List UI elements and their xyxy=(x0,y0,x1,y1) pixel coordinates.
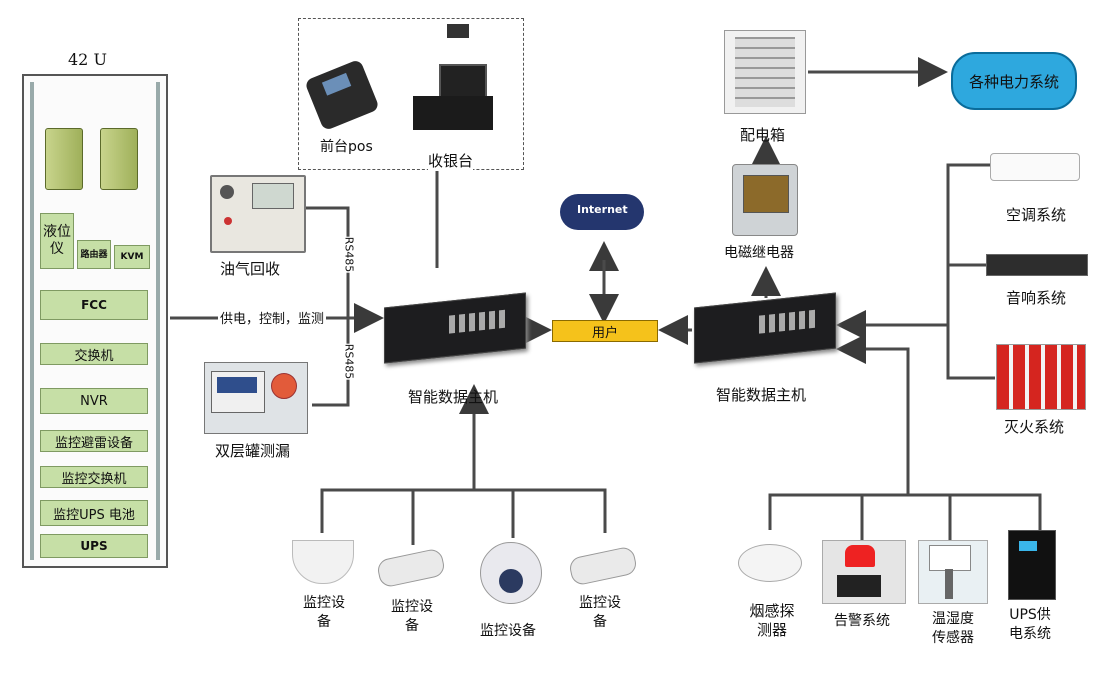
server-icon xyxy=(45,128,83,190)
internet-cloud-icon xyxy=(560,194,644,230)
sensor-bus xyxy=(768,493,1042,530)
cashier-label: 收银台 xyxy=(428,150,474,171)
rack-title: 42 U xyxy=(68,50,107,69)
audio-label: 音响系统 xyxy=(1006,289,1067,307)
pos-label: 前台pos xyxy=(320,139,373,155)
server-rack xyxy=(22,74,168,568)
rack-slot-surge: 监控避雷设备 xyxy=(40,430,148,452)
camera-label: 监控设备 xyxy=(303,595,345,630)
temp-humidity-sensor-icon xyxy=(918,540,988,604)
relay-icon xyxy=(732,164,798,236)
ups-system-label: UPS供电系统 xyxy=(1009,607,1051,642)
ptz-camera-icon xyxy=(480,542,542,604)
alarm-label: 告警系统 xyxy=(834,613,890,629)
rack-slot-level-gauge: 液位仪 xyxy=(40,213,74,269)
rs485-label-top: RS485 xyxy=(342,236,356,273)
camera-label: 监控设备 xyxy=(391,599,433,634)
fire-label: 灭火系统 xyxy=(1004,418,1065,436)
camera-label: 监控设备 xyxy=(480,623,536,639)
alarm-siren-icon xyxy=(822,540,906,604)
smoke-label: 烟感探测器 xyxy=(749,602,795,639)
air-conditioner-icon xyxy=(990,153,1080,181)
rack-slot-fcc: FCC xyxy=(40,290,148,320)
tank-leak-device xyxy=(204,362,308,434)
vapor-recovery-label: 油气回收 xyxy=(220,260,281,278)
camera-label: 监控设备 xyxy=(579,595,621,630)
distribution-box-icon xyxy=(724,30,806,114)
tank-leak-label: 双层罐测漏 xyxy=(215,442,291,460)
power-systems-node: 各种电力系统 xyxy=(951,52,1077,110)
power-control-label: 供电，控制，监测 xyxy=(218,308,327,327)
rack-slot-router: 路由器 xyxy=(77,240,111,269)
rack-slot-nvr: NVR xyxy=(40,388,148,414)
data-host-left-label: 智能数据主机 xyxy=(408,388,499,406)
audio-amplifier-icon xyxy=(986,254,1088,276)
server-icon xyxy=(100,128,138,190)
relay-label: 电磁继电器 xyxy=(724,245,794,261)
rs485-label-bottom: RS485 xyxy=(342,343,356,380)
pos-group-box xyxy=(298,18,524,170)
rack-slot-ups: UPS xyxy=(40,534,148,558)
vapor-recovery-device xyxy=(210,175,306,253)
user-box: 用户 xyxy=(552,320,658,342)
rs485-bus xyxy=(305,206,350,407)
temp-humidity-label: 温湿度传感器 xyxy=(932,611,974,646)
systems-bus xyxy=(946,163,995,380)
rack-slot-switch: 交换机 xyxy=(40,343,148,365)
internet-label: Internet xyxy=(577,203,628,216)
ups-tower-icon xyxy=(1008,530,1056,600)
sensors-to-hub-line xyxy=(836,334,910,495)
smoke-detector-icon xyxy=(738,544,802,582)
cashier-register-icon xyxy=(405,24,497,130)
fire-extinguisher-icon xyxy=(996,344,1086,410)
rack-slot-mon-switch: 监控交换机 xyxy=(40,466,148,488)
data-host-right-label: 智能数据主机 xyxy=(716,386,807,404)
distribution-box-label: 配电箱 xyxy=(740,126,786,144)
rack-slot-mon-ups: 监控UPS 电池 xyxy=(40,500,148,526)
ac-label: 空调系统 xyxy=(1006,206,1067,224)
rack-slot-kvm: KVM xyxy=(114,245,150,269)
camera-bus xyxy=(320,488,607,533)
